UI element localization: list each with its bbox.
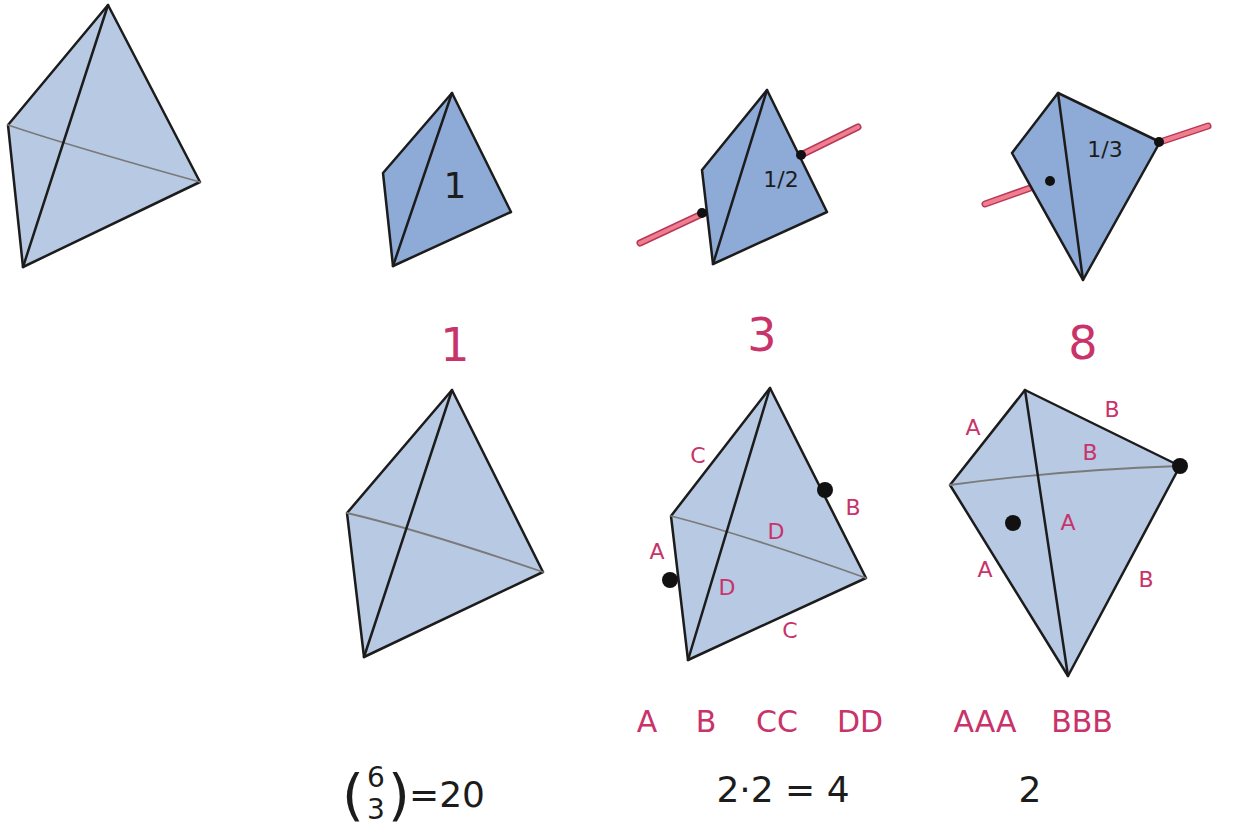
axis-point (817, 482, 833, 498)
face-weight: 1/2 (763, 169, 798, 191)
binomial-entry: 3 (367, 796, 385, 824)
edge-class: A (637, 707, 658, 737)
tetra-edge (393, 93, 452, 266)
tetrahedron (8, 5, 200, 267)
binomial-paren: ) (388, 767, 410, 823)
count-result: 2 (1019, 772, 1042, 808)
tetra-edge (23, 5, 108, 267)
face-weight: 1 (444, 168, 467, 204)
axis-point (1172, 458, 1188, 474)
edge-letter: C (782, 620, 797, 642)
hidden-edge (950, 466, 1180, 485)
edge-letter: D (768, 521, 785, 543)
orbit-count: 1 (440, 322, 469, 368)
edge-letter: B (1138, 569, 1153, 591)
tetra-piece (702, 90, 827, 264)
tetra-edge (1058, 93, 1083, 280)
axis-point (697, 208, 707, 218)
edge-class: CC (756, 707, 798, 737)
axis-point (1005, 515, 1021, 531)
axis-point (796, 150, 806, 160)
face-weight: 1/3 (1087, 139, 1122, 161)
edge-letter: B (1104, 399, 1119, 421)
hidden-edge (671, 516, 866, 578)
tetra-piece (1012, 93, 1160, 280)
orbit-count: 3 (747, 312, 776, 358)
tetra-edge (364, 390, 452, 657)
orbit-count: 8 (1068, 320, 1097, 366)
count-result: =20 (409, 777, 485, 813)
axis-point (1154, 137, 1164, 147)
tetra-piece (383, 93, 511, 266)
edge-letter: A (965, 417, 980, 439)
tetra-edge (688, 388, 770, 660)
count-result: 2·2 = 4 (716, 772, 849, 808)
edge-class: BBB (1051, 707, 1113, 737)
edge-letter: A (649, 541, 664, 563)
axis-point (662, 572, 678, 588)
edge-class: B (696, 707, 717, 737)
tetra-edge (713, 90, 767, 264)
edge-class: AAA (953, 707, 1016, 737)
tetrahedron (671, 388, 866, 660)
tetrahedron (950, 390, 1180, 676)
edge-letter: D (719, 577, 736, 599)
tetrahedron (347, 390, 543, 657)
edge-letter: B (1082, 442, 1097, 464)
edge-class: DD (837, 707, 883, 737)
edge-letter: A (977, 559, 992, 581)
edge-letter: A (1060, 512, 1075, 534)
axis-point (1045, 176, 1055, 186)
hidden-edge (347, 513, 543, 572)
hidden-edge (8, 125, 200, 182)
binomial-entry: 6 (367, 764, 385, 792)
binomial-paren: ( (342, 767, 364, 823)
edge-letter: C (690, 445, 705, 467)
edge-letter: B (845, 497, 860, 519)
